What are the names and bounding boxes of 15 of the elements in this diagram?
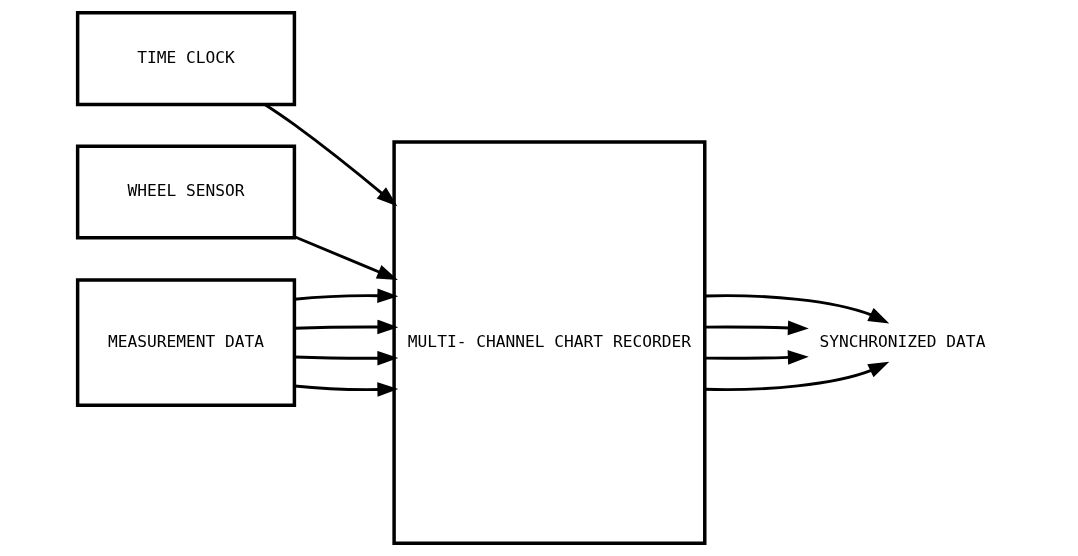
arrow	[264, 103, 398, 207]
arrow	[704, 361, 890, 391]
node-text: SYNCHRONIZED DATA	[819, 331, 986, 351]
node-box: TIME CLOCK	[75, 11, 297, 107]
arrow	[704, 320, 809, 336]
arrow	[294, 319, 399, 335]
node-box: MULTI- CHANNEL CHART RECORDER	[392, 140, 707, 545]
arrow	[294, 350, 399, 366]
arrow	[294, 382, 399, 397]
arrow	[294, 288, 399, 304]
node-box: WHEEL SENSOR	[75, 144, 297, 240]
arrow	[704, 294, 890, 324]
arrow	[294, 235, 398, 280]
arrow	[704, 350, 809, 365]
node-box: MEASUREMENT DATA	[75, 278, 297, 407]
